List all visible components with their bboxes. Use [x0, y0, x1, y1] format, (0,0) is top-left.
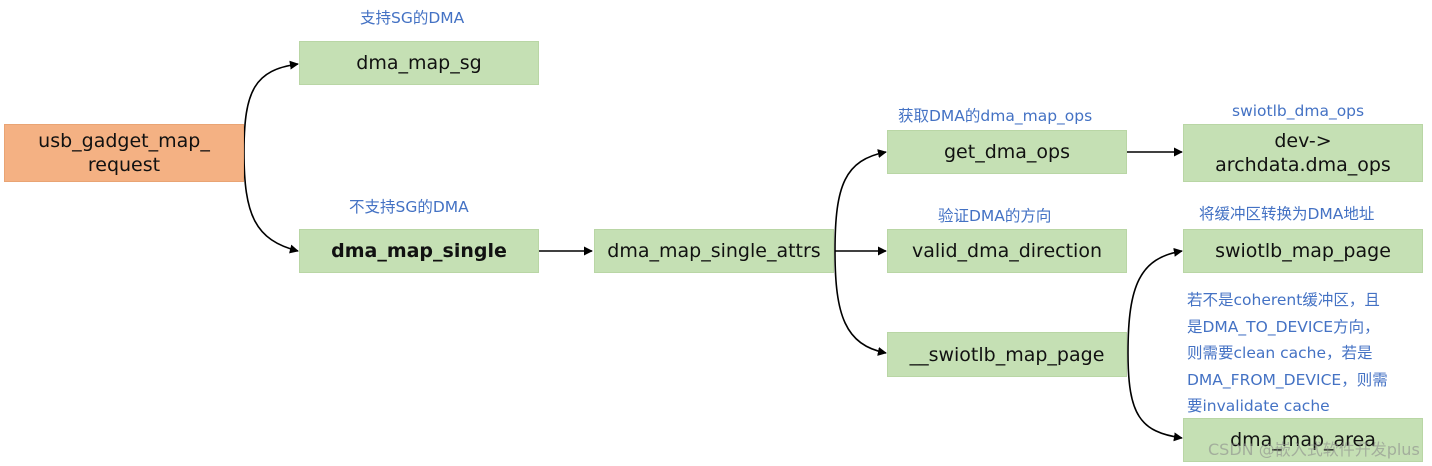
- node-dma-map-single: dma_map_single: [299, 229, 539, 273]
- cache-note: 若不是coherent缓冲区，且 是DMA_TO_DEVICE方向， 则需要cl…: [1187, 287, 1427, 420]
- cache-note-line: 若不是coherent缓冲区，且: [1187, 291, 1380, 309]
- node-valid-dma-direction: valid_dma_direction: [887, 229, 1127, 273]
- label-valid-direction-desc: 验证DMA的方向: [938, 207, 1052, 225]
- edge-swiotlb-inner-to-map-area: [1127, 352, 1183, 442]
- edge-attrs-to-swiotlb-inner: [834, 250, 887, 356]
- cache-note-line: 则需要clean cache，若是: [1187, 344, 1373, 362]
- node-swiotlb-map-page: swiotlb_map_page: [1183, 229, 1423, 273]
- label-get-dma-ops-desc: 获取DMA的dma_map_ops: [898, 107, 1093, 125]
- edge-attrs-to-get-ops: [834, 149, 887, 252]
- cache-note-line: 是DMA_TO_DEVICE方向，: [1187, 317, 1380, 336]
- label-swiotlb-dma-ops: swiotlb_dma_ops: [1232, 102, 1365, 120]
- label-convert-desc: 将缓冲区转换为DMA地址: [1199, 205, 1375, 223]
- node-get-dma-ops: get_dma_ops: [887, 130, 1127, 174]
- node-dev-archdata-dma-ops: dev-> archdata.dma_ops: [1183, 124, 1423, 182]
- edge-root-to-map-single: [243, 151, 299, 254]
- cache-note-line: 要invalidate cache: [1187, 397, 1330, 415]
- label-no-sg-support: 不支持SG的DMA: [349, 198, 469, 216]
- label-sg-support: 支持SG的DMA: [360, 9, 465, 27]
- edge-root-to-map-sg: [243, 60, 299, 153]
- node-swiotlb-map-page-inner: __swiotlb_map_page: [887, 332, 1127, 377]
- node-usb-gadget-map-request: usb_gadget_map_ request: [4, 124, 244, 182]
- node-dma-map-single-attrs: dma_map_single_attrs: [594, 229, 834, 273]
- node-dma-map-sg: dma_map_sg: [299, 41, 539, 85]
- cache-note-line: DMA_FROM_DEVICE，则需: [1187, 370, 1388, 389]
- watermark: CSDN @嵌入式软件开发plus: [1208, 440, 1420, 459]
- edge-swiotlb-inner-to-map-page: [1127, 247, 1183, 354]
- node-dma-map-area: dma_map_area: [1183, 418, 1423, 462]
